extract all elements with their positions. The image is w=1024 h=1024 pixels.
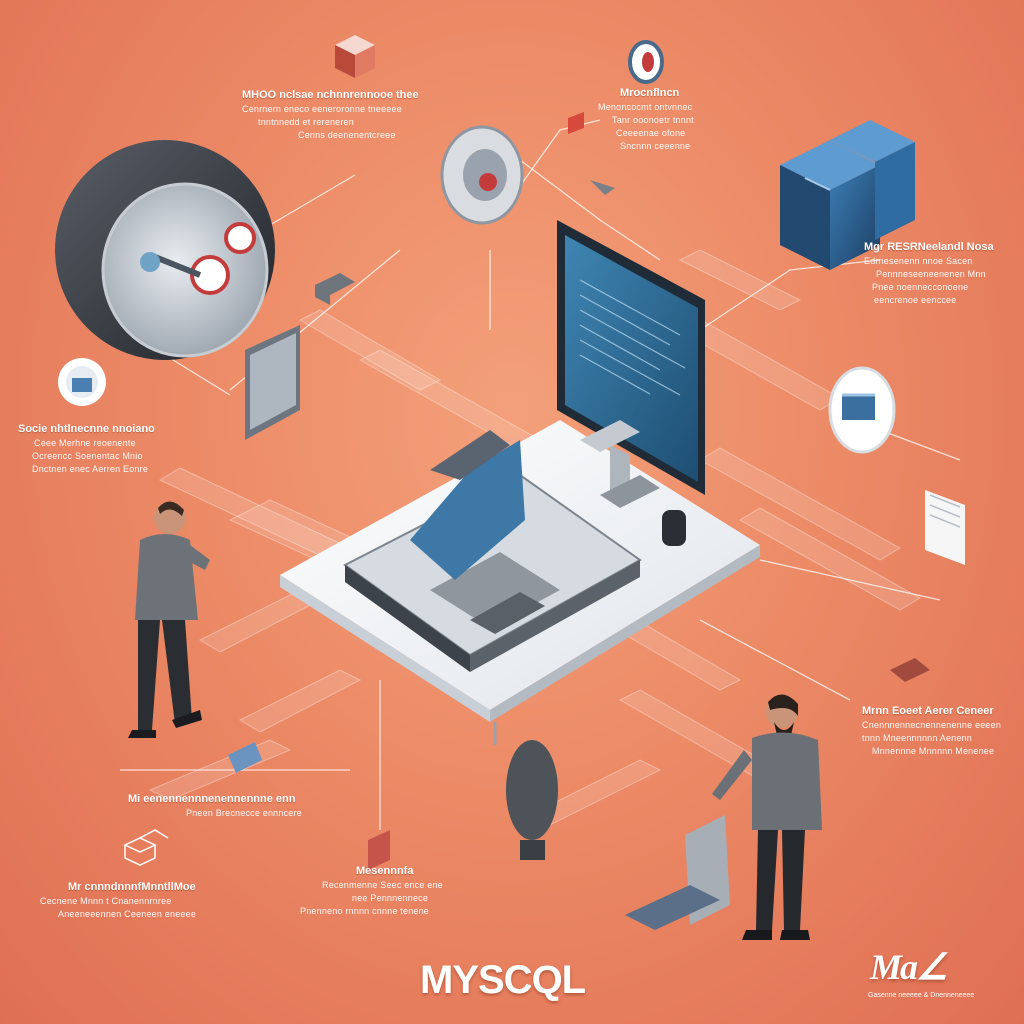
label-line: Pnenneno rnnnn cnnne tenene [300, 906, 430, 916]
label-line: Dnctnen enec Aerren Eonre [32, 464, 149, 474]
label-line: Cnennnennecnennenenne eeeen [862, 720, 1002, 730]
label-top-center: Mrocnflncn Menoncocmt ontvnnec Tanr ooon… [598, 88, 694, 155]
person-right [712, 694, 822, 940]
monitor-icon [557, 220, 705, 508]
plane-icon [590, 180, 615, 195]
label-line: Cenrnern eneco eeneroronne tneeeee [242, 104, 402, 114]
speaker-icon [662, 510, 686, 546]
label-right-upper: Mgr RESRNeelandl Nosa Edrnesenenn nnoe S… [864, 242, 994, 309]
label-line: Ocreencc Soenentac Mnio [32, 451, 143, 461]
label-line: Tanr ooonoetr tnnnt [612, 115, 694, 125]
network-icon [123, 829, 169, 866]
tablet-icon [245, 325, 300, 440]
documents-icon [925, 490, 965, 565]
label-line: Recenmenne Seec ence ene [322, 880, 443, 890]
person-left [128, 501, 210, 738]
brand-title: MYSCQL [420, 958, 586, 1002]
box-icon [368, 830, 390, 870]
label-right-lower: Mrnn Eoeet Aerer Ceneer Cnennnennecnenne… [862, 706, 1001, 760]
label-line: Sncnnn ceeenne [620, 141, 691, 151]
label-heading: Socie nhtlnecnne nnoiano [18, 423, 155, 435]
label-line: Ceee Merhne reoenente [34, 438, 136, 448]
label-line: Aneeneeennen Ceeneen eneeee [58, 909, 197, 919]
label-heading: Mgr RESRNeelandl Nosa [864, 241, 994, 253]
database-badge-icon [828, 366, 896, 454]
label-line: Cecnene Mnnn t Cnanennrnree [40, 896, 172, 906]
label-heading: Mesennnfa [356, 865, 414, 877]
marker-icon [568, 112, 584, 134]
server-cubes-icon [780, 120, 915, 270]
server-tray-icon [343, 473, 642, 672]
disc-icon [440, 125, 524, 225]
label-line: Menoncocmt ontvnnec [598, 102, 693, 112]
label-line: Cenns deenenentcreee [298, 130, 396, 140]
laptop-icon [625, 815, 730, 930]
label-bottom-left: Mr cnnndnnnfMnntllMoe Cecnene Mnnn t Cna… [40, 882, 196, 923]
label-line: Ceeeenae ofone [616, 128, 686, 138]
hard-disk-icon [55, 140, 275, 360]
label-line: Pneen Brecnecce ennncere [186, 808, 302, 818]
router-icon [315, 273, 355, 305]
label-line: Edrnesenenn nnoe Sacen [864, 256, 973, 266]
label-line: tnntnnedd et rereneren [258, 117, 354, 127]
label-line: Mnnennne Mnnnnn Menenee [872, 746, 995, 756]
label-line: nee Pennnennece [352, 893, 429, 903]
chair-icon [410, 430, 525, 580]
device-icon-2 [890, 658, 930, 682]
label-heading: Mr cnnndnnnfMnntllMoe [68, 881, 196, 893]
package-icon [335, 35, 375, 78]
label-heading: Mrnn Eoeet Aerer Ceneer [862, 705, 994, 717]
keyboard-icon [580, 420, 640, 452]
label-top-left: MHOO nclsae nchnnrennooe thee Cenrnern e… [242, 90, 419, 144]
label-bottom-center: Mesennnfa Recenmenne Seec ence ene nee P… [300, 866, 443, 920]
connector-lines [120, 119, 961, 830]
label-heading: Mi eenennennnenennennne enn [128, 793, 296, 805]
label-bottom-center-left: Mi eenennennnenennennne enn Pneen Brecne… [128, 794, 302, 822]
label-heading: MHOO nclsae nchnnrennooe thee [242, 89, 419, 101]
brand-logo-subtext: Gasenne neeeee & Dnenneneeee [868, 992, 975, 999]
label-heading: Mrocnflncn [620, 87, 680, 99]
label-line: Pnee noennecconoene [872, 282, 969, 292]
office-chair-icon [506, 740, 558, 860]
label-line: eencrenoe eenccee [874, 295, 957, 305]
brand-logo: Ma∠ [870, 947, 948, 987]
label-line: tnnn Mneennnnnn Aenenn [862, 733, 972, 743]
storage-badge-icon [58, 358, 106, 406]
label-left-mid: Socie nhtlnecnne nnoiano Ceee Merhne reo… [18, 424, 155, 478]
ring-icon [628, 40, 664, 84]
device-icon [228, 742, 262, 773]
label-line: Pennneseeneenenen Mnn [876, 269, 986, 279]
